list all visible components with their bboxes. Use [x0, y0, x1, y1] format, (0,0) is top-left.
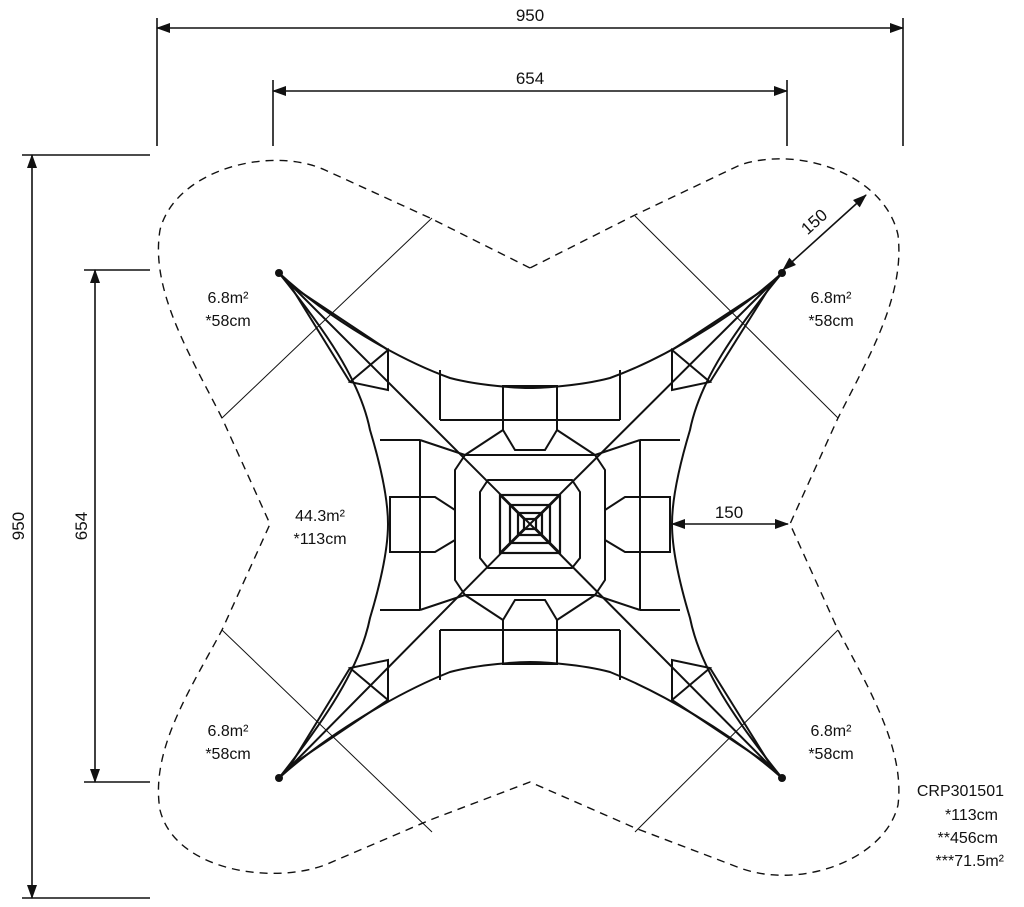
- dim-diag-label: 150: [797, 205, 831, 238]
- anchor-bottom-right: [778, 774, 786, 782]
- net-structure: [278, 272, 783, 779]
- dim-right-label: 150: [715, 503, 743, 522]
- zone-center-height: *113cm: [293, 531, 346, 548]
- anchor-points: [275, 269, 786, 782]
- zone-top-left-height: *58cm: [205, 313, 250, 330]
- product-safety-area: ***71.5m²: [936, 853, 1005, 870]
- dim-diag-line: [782, 194, 867, 271]
- dim-top-inner-label: 654: [516, 69, 544, 88]
- dim-top-outer-label: 950: [516, 6, 544, 25]
- zone-bottom-left-height: *58cm: [205, 746, 250, 763]
- zone-bottom-right-area: 6.8m²: [811, 723, 853, 740]
- zone-top-left-area: 6.8m²: [208, 290, 250, 307]
- zone-bottom-left-area: 6.8m²: [208, 723, 250, 740]
- dim-left-inner-label: 654: [72, 512, 91, 540]
- dim-left-outer-label: 950: [9, 512, 28, 540]
- product-code: CRP301501: [917, 783, 1004, 800]
- product-fall-height: *113cm: [945, 807, 998, 824]
- product-free-height: **456cm: [938, 830, 998, 847]
- anchor-top-right: [778, 269, 786, 277]
- dimension-lines: [22, 18, 904, 899]
- zone-center-area: 44.3m²: [295, 508, 345, 525]
- anchor-top-left: [275, 269, 283, 277]
- zone-bottom-right-height: *58cm: [808, 746, 853, 763]
- anchor-bottom-left: [275, 774, 283, 782]
- zone-top-right-height: *58cm: [808, 313, 853, 330]
- zone-top-right-area: 6.8m²: [811, 290, 853, 307]
- safety-zone-outline: [157, 158, 900, 876]
- center-pyramid: [498, 493, 562, 555]
